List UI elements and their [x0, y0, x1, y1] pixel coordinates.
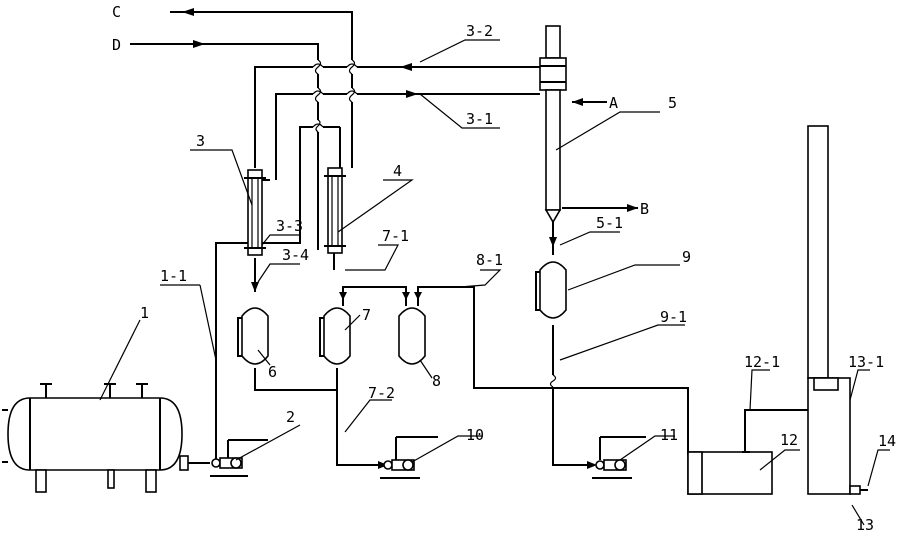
stream-b-label: B [640, 200, 649, 218]
arrow-d [193, 40, 205, 48]
label-3-1: 3-1 [466, 110, 493, 128]
receiver-9 [535, 261, 567, 319]
pump-11 [592, 437, 632, 479]
label-7: 7 [362, 306, 371, 324]
arrow-5-1 [549, 237, 557, 247]
tank-12 [687, 451, 773, 495]
label-6: 6 [268, 363, 277, 381]
label-3: 3 [196, 132, 205, 150]
label-3-2: 3-2 [466, 22, 493, 40]
flow-arrows [182, 8, 638, 469]
storage-tank-1 [2, 383, 189, 493]
arrow-a [572, 98, 583, 106]
arrow-8-1 [414, 292, 422, 300]
arrow-7-1b [402, 292, 410, 300]
label-1: 1 [140, 304, 149, 322]
column-5 [539, 25, 567, 224]
equipment-labels: 1 1-1 2 3 3-1 3-2 3-3 3-4 4 5 5-1 6 7 7-… [140, 22, 896, 534]
arrow-7-1a [339, 292, 347, 300]
pump-10 [380, 437, 420, 479]
receiver-7 [319, 300, 351, 365]
label-3-3: 3-3 [276, 217, 303, 235]
label-9-1: 9-1 [660, 308, 687, 326]
stream-a-label: A [609, 94, 618, 112]
label-10: 10 [466, 426, 484, 444]
leader-lines [99, 39, 890, 526]
label-3-4: 3-4 [282, 246, 309, 264]
condenser-3 [244, 169, 270, 256]
piping [130, 11, 868, 491]
label-13: 13 [856, 516, 874, 534]
stream-c-label: C [112, 3, 121, 21]
condenser-4 [324, 167, 346, 254]
arrow-c [182, 8, 194, 16]
label-14: 14 [878, 432, 896, 450]
label-5: 5 [668, 94, 677, 112]
arrow-3-4 [251, 282, 259, 292]
label-12: 12 [780, 431, 798, 449]
label-5-1: 5-1 [596, 214, 623, 232]
label-7-1: 7-1 [382, 227, 409, 245]
label-9: 9 [682, 248, 691, 266]
label-1-1: 1-1 [160, 267, 187, 285]
label-4: 4 [393, 162, 402, 180]
pump-2 [210, 440, 248, 477]
stream-d-label: D [112, 36, 121, 54]
label-7-2: 7-2 [368, 384, 395, 402]
label-2: 2 [286, 408, 295, 426]
stream-labels: C D A B [112, 3, 649, 218]
label-8: 8 [432, 372, 441, 390]
label-8-1: 8-1 [476, 251, 503, 269]
label-11: 11 [660, 426, 678, 444]
arrow-3-2 [400, 63, 412, 71]
label-13-1: 13-1 [848, 353, 884, 371]
arrow-b [627, 204, 638, 212]
receiver-8 [398, 300, 426, 365]
arrow-11 [587, 461, 597, 469]
arrow-7-2 [378, 461, 388, 469]
receiver-6 [237, 307, 269, 365]
label-12-1: 12-1 [744, 353, 780, 371]
arrow-3-1 [406, 90, 418, 98]
incinerator-13 [807, 125, 861, 495]
